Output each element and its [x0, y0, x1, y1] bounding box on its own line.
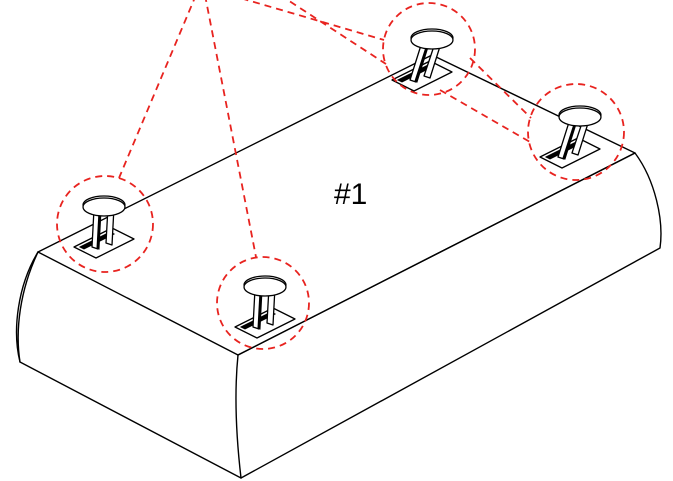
- lug-base-plate: [73, 227, 135, 259]
- block-side-face: [237, 152, 662, 479]
- sling-lines: [118, 0, 532, 258]
- sling-line-to-rear-right-a: [243, 0, 385, 41]
- highlight-circle-rear-left: [56, 175, 154, 273]
- lug-base-plate: [234, 307, 296, 339]
- sling-line-front-left: [205, 0, 257, 258]
- lug-top-pad-edge: [558, 107, 602, 127]
- lug-top-pad-edge: [82, 197, 126, 217]
- highlight-circle-front-left: [216, 256, 310, 350]
- lifting-lugs: [73, 28, 602, 339]
- lifting-lug-rear-right: [391, 28, 454, 92]
- lug-top-pad-edge: [410, 30, 454, 50]
- block-body: [15, 54, 662, 479]
- sling-line-rear-left: [118, 0, 195, 179]
- lug-top-pad-edge: [243, 277, 287, 297]
- lifting-lug-front-right: [539, 105, 602, 169]
- sling-line-to-front-right-a: [469, 57, 532, 119]
- sling-line-to-front-right-b: [439, 89, 531, 143]
- sling-line-to-rear-right-b: [286, 0, 387, 65]
- lifting-lug-rear-left: [73, 195, 135, 259]
- lifting-lug-front-left: [234, 275, 296, 339]
- block-label: #1: [334, 178, 367, 211]
- highlight-circles: [56, 2, 625, 350]
- block-end-face: [17, 251, 39, 363]
- highlight-circle-rear-right: [382, 2, 476, 96]
- highlight-circle-front-right: [527, 83, 625, 181]
- block-front-face: [15, 251, 242, 479]
